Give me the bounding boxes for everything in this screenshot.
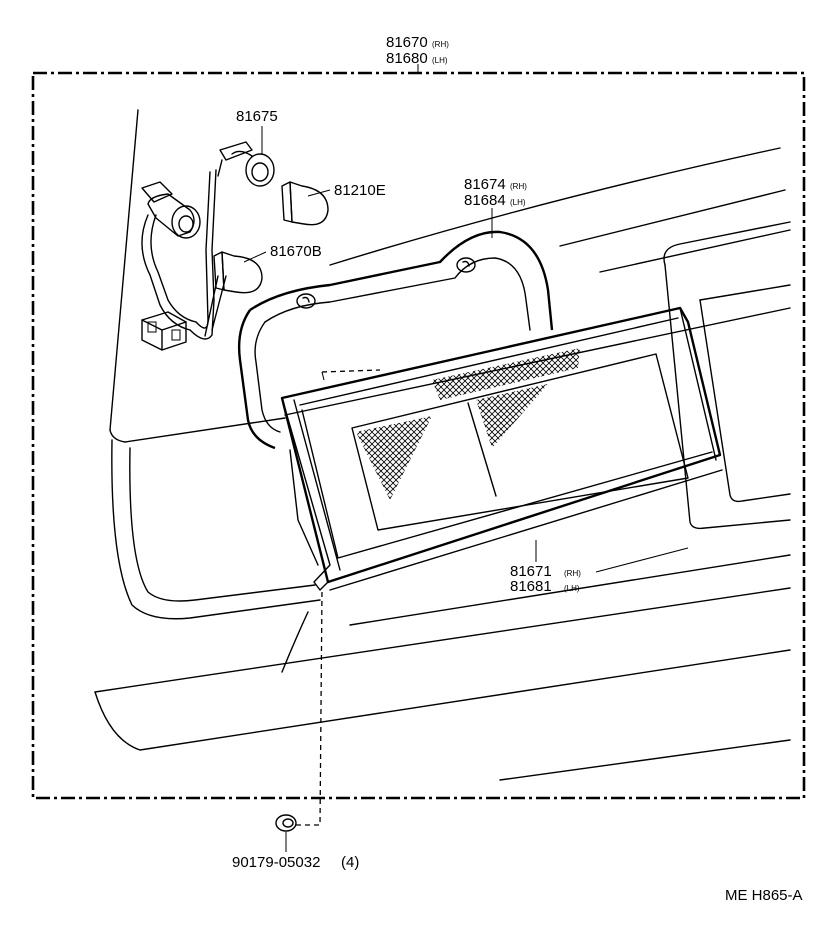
figure-code: ME H865-A [725,887,803,904]
label-lens: 81671 (RH) 81681 (LH) [510,563,581,595]
label-81681: 81681 [510,578,552,595]
lens [321,348,689,531]
label-81680: 81680 [386,50,428,67]
label-gasket: 81674 (RH) 81684 (LH) [464,176,527,209]
label-81681-side: (LH) [564,584,580,593]
label-assy: 81670 (RH) 81680 (LH) [386,34,449,67]
lens-pattern-left [356,416,432,500]
nut-90179 [275,589,323,832]
gasket-hole-left [296,293,316,309]
lens-pattern-right [476,384,548,448]
label-81671-side: (RH) [564,569,581,578]
label-81671: 81671 [510,563,552,580]
lamp-housing [280,306,723,591]
bulb-81670b [213,251,263,294]
label-nut-qty: (4) [341,854,359,871]
label-81210e: 81210E [334,182,386,199]
label-81674-side: (RH) [510,182,527,191]
wiring-harness [141,169,227,340]
leader-lines [243,126,689,852]
label-81670: 81670 [386,34,428,51]
socket-left [141,181,201,239]
label-81670b: 81670B [270,243,322,260]
connector [141,311,187,351]
label-81684: 81684 [464,192,506,209]
label-81670-side: (RH) [432,40,449,49]
label-90179-05032: 90179-05032 [232,854,320,871]
lens-pattern-top [432,348,580,400]
label-81684-side: (LH) [510,198,526,207]
socket-81675 [217,141,275,187]
gasket [237,230,554,450]
label-81680-side: (LH) [432,56,448,65]
label-81675: 81675 [236,108,278,125]
vehicle-body-lines [94,109,791,781]
label-81674: 81674 [464,176,506,193]
gasket-hole-right [456,257,476,273]
bulb-81210e [281,181,329,226]
